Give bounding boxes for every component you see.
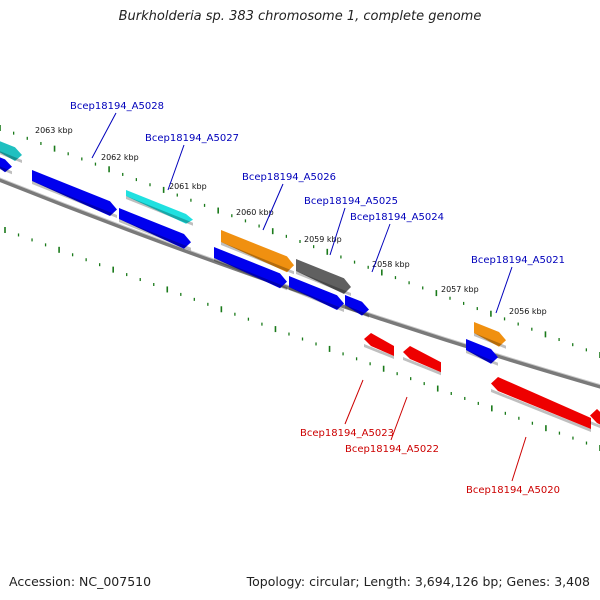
label-leader-line [167, 144, 185, 191]
label-leader-line [390, 396, 408, 441]
gene-features [0, 138, 600, 432]
kbp-label: 2058 kbp [372, 260, 410, 269]
gene-label[interactable]: Bcep18194_A5023 [300, 428, 394, 439]
label-leader-line [511, 436, 527, 482]
kbp-label: 2061 kbp [169, 182, 207, 191]
label-leader-line [344, 379, 364, 425]
kbp-label: 2060 kbp [236, 208, 274, 217]
feature-A5027-lower[interactable] [119, 208, 191, 251]
kbp-label: 2063 kbp [35, 126, 73, 135]
gene-label[interactable]: Bcep18194_A5020 [466, 485, 560, 496]
gene-label[interactable]: Bcep18194_A5022 [345, 444, 439, 455]
accession-text: Accession: NC_007510 [9, 574, 152, 589]
map-title: Burkholderia sp. 383 chromosome 1, compl… [118, 9, 482, 24]
gene-label[interactable]: Bcep18194_A5021 [471, 255, 565, 266]
tick-marks [0, 125, 600, 451]
feature-left-edge[interactable] [0, 155, 12, 175]
inner-tick-track [4, 227, 600, 451]
label-leader-line [91, 112, 117, 159]
genome-stats: Topology: circular; Length: 3,694,126 bp… [246, 574, 590, 589]
label-leader-line [495, 266, 513, 314]
kbp-label: 2057 kbp [441, 285, 479, 294]
gene-label[interactable]: Bcep18194_A5027 [145, 133, 239, 144]
gene-label[interactable]: Bcep18194_A5028 [70, 101, 164, 112]
feature-A5028[interactable] [32, 170, 117, 218]
feature-A5025[interactable] [296, 259, 351, 296]
feature-right-edge[interactable] [590, 409, 600, 430]
feature-A5025-lower[interactable] [289, 276, 344, 312]
kbp-label: 2059 kbp [304, 235, 342, 244]
kbp-labels: 2063 kbp 2062 kbp 2061 kbp 2060 kbp 2059 kbp… [35, 126, 547, 316]
label-leader-line [329, 207, 346, 256]
gene-label[interactable]: Bcep18194_A5024 [350, 212, 444, 223]
feature-A5029[interactable] [0, 138, 22, 163]
gene-label[interactable]: Bcep18194_A5026 [242, 172, 336, 183]
kbp-label: 2062 kbp [101, 153, 139, 162]
feature-A5027[interactable] [126, 190, 193, 226]
feature-A5026-lower[interactable] [214, 247, 287, 291]
label-leader-line [262, 183, 284, 231]
label-leader-line [371, 223, 391, 273]
feature-A5026[interactable] [221, 230, 294, 275]
kbp-label: 2056 kbp [509, 307, 547, 316]
feature-A5021[interactable] [474, 322, 506, 349]
outer-tick-track [0, 125, 600, 358]
gene-label[interactable]: Bcep18194_A5025 [304, 196, 398, 207]
feature-A5022[interactable] [403, 346, 441, 376]
feature-A5020[interactable] [491, 377, 591, 432]
feature-A5021-lower[interactable] [466, 339, 498, 366]
feature-A5024[interactable] [345, 295, 369, 318]
feature-A5023[interactable] [364, 333, 394, 359]
gene-labels: Bcep18194_A5028Bcep18194_A5027Bcep18194_… [70, 101, 565, 496]
